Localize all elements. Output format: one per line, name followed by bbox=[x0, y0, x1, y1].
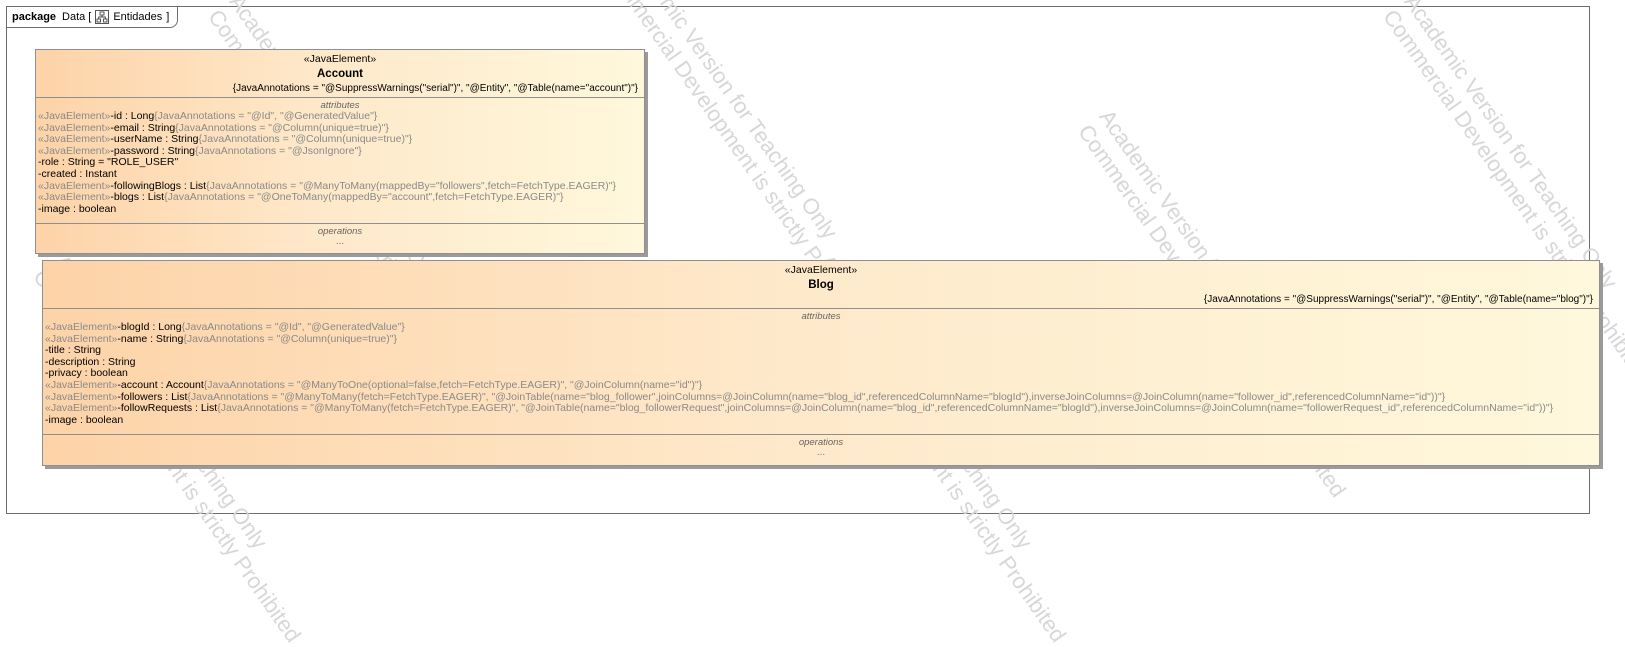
attribute-row[interactable]: «JavaElement»-blogId : Long{JavaAnnotati… bbox=[45, 321, 405, 333]
attribute-row[interactable]: «JavaElement»-account : Account{JavaAnno… bbox=[45, 378, 703, 391]
attribute-row[interactable]: -image : boolean bbox=[45, 413, 124, 426]
operations-section: operations ... bbox=[43, 434, 1599, 458]
attribute-row[interactable]: «JavaElement»-followingBlogs : List{Java… bbox=[38, 179, 617, 192]
attribute-row[interactable]: «JavaElement»-followers : List{JavaAnnot… bbox=[45, 390, 1446, 403]
operations-section: operations ... bbox=[36, 223, 644, 247]
package-tab[interactable]: package Data [ Entidades ] bbox=[7, 7, 179, 28]
attributes-label: attributes bbox=[320, 100, 360, 111]
class-annotations: {JavaAnnotations = "@SuppressWarnings("s… bbox=[232, 83, 638, 94]
operations-label: operations bbox=[317, 226, 363, 238]
package-frame: package Data [ Entidades ] bbox=[6, 6, 1590, 514]
package-name: Data bbox=[62, 11, 86, 23]
attribute-row[interactable]: -created : Instant bbox=[38, 167, 117, 180]
operations-ellipsis: ... bbox=[335, 236, 345, 248]
class-diagram-icon bbox=[95, 10, 110, 24]
class-blog[interactable]: «JavaElement» Blog {JavaAnnotations = "@… bbox=[42, 260, 1600, 466]
attribute-row[interactable]: -privacy : boolean bbox=[45, 367, 128, 380]
attribute-row[interactable]: -description : String bbox=[45, 355, 136, 368]
attribute-row[interactable]: «JavaElement»-name : String{JavaAnnotati… bbox=[45, 332, 398, 345]
class-header: «JavaElement» Account {JavaAnnotations =… bbox=[36, 50, 644, 98]
class-name: Account bbox=[317, 68, 363, 80]
diagram-name: Entidades bbox=[113, 11, 163, 23]
operations-ellipsis: ... bbox=[816, 447, 826, 459]
attribute-row[interactable]: -title : String bbox=[45, 344, 102, 357]
attribute-row[interactable]: -image : boolean bbox=[38, 202, 117, 215]
class-stereotype: «JavaElement» bbox=[784, 264, 858, 276]
attribute-row[interactable]: «JavaElement»-email : String{JavaAnnotat… bbox=[38, 121, 389, 134]
attributes-label: attributes bbox=[801, 311, 841, 322]
attribute-row[interactable]: «JavaElement»-followRequests : List{Java… bbox=[45, 402, 1554, 415]
class-annotations: {JavaAnnotations = "@SuppressWarnings("s… bbox=[1203, 294, 1593, 305]
class-account[interactable]: «JavaElement» Account {JavaAnnotations =… bbox=[35, 49, 645, 254]
attribute-list: «JavaElement»-blogId : Long{JavaAnnotati… bbox=[43, 321, 1599, 434]
attribute-row[interactable]: «JavaElement»-blogs : List{JavaAnnotatio… bbox=[38, 191, 564, 204]
attribute-row[interactable]: -role : String = "ROLE_USER" bbox=[38, 156, 179, 169]
package-keyword: package bbox=[12, 11, 57, 23]
class-name: Blog bbox=[808, 279, 834, 291]
attribute-row[interactable]: «JavaElement»-id : Long{JavaAnnotations … bbox=[38, 110, 378, 122]
bracket-close: ] bbox=[166, 11, 170, 23]
class-stereotype: «JavaElement» bbox=[303, 53, 377, 65]
attribute-list: «JavaElement»-id : Long{JavaAnnotations … bbox=[36, 110, 644, 223]
attribute-row[interactable]: «JavaElement»-userName : String{JavaAnno… bbox=[38, 133, 413, 146]
class-header: «JavaElement» Blog {JavaAnnotations = "@… bbox=[43, 261, 1599, 309]
bracket-open: [ bbox=[88, 11, 92, 23]
attribute-row[interactable]: «JavaElement»-password : String{JavaAnno… bbox=[38, 144, 362, 157]
operations-label: operations bbox=[798, 437, 844, 449]
